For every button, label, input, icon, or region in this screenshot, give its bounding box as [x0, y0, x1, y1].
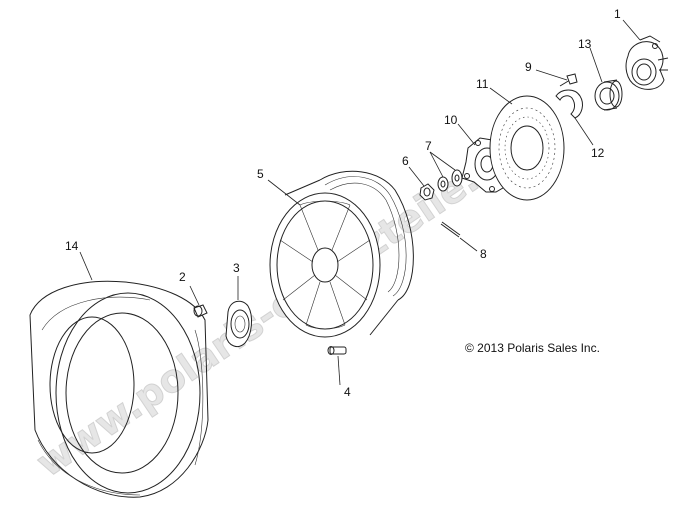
- lug-nut-part: [193, 304, 208, 318]
- leader-lines: [79, 19, 641, 386]
- castle-nut-part: [419, 183, 435, 201]
- bearing-part: [594, 79, 623, 111]
- callout-5: 5: [257, 167, 264, 181]
- callout-10: 10: [444, 113, 458, 127]
- cotter-pin-part: [440, 221, 461, 238]
- copyright-text: © 2013 Polaris Sales Inc.: [465, 341, 600, 355]
- callout-9: 9: [525, 60, 532, 74]
- callout-13: 13: [578, 37, 592, 51]
- callout-6: 6: [402, 154, 409, 168]
- callout-3: 3: [233, 261, 240, 275]
- callout-11: 11: [476, 77, 489, 91]
- callout-1: 1: [614, 7, 621, 21]
- callout-14: 14: [65, 239, 79, 253]
- brake-disc-part: [489, 95, 565, 201]
- bolt-part: [559, 73, 578, 87]
- callout-12: 12: [591, 146, 605, 160]
- callout-8: 8: [480, 247, 487, 261]
- center-cap-part: [225, 300, 253, 347]
- tire-part: [29, 280, 209, 498]
- callouts: 1 2 3 4 5 6 7 8 9 10 11 12 13 14: [65, 7, 621, 399]
- valve-stem-part: [327, 346, 347, 355]
- wheel-rim-part: [269, 170, 414, 338]
- snap-ring-part: [555, 89, 583, 119]
- callout-7: 7: [425, 139, 432, 153]
- knuckle-assembly-part: [625, 35, 669, 90]
- callout-4: 4: [344, 385, 351, 399]
- callout-2: 2: [179, 270, 186, 284]
